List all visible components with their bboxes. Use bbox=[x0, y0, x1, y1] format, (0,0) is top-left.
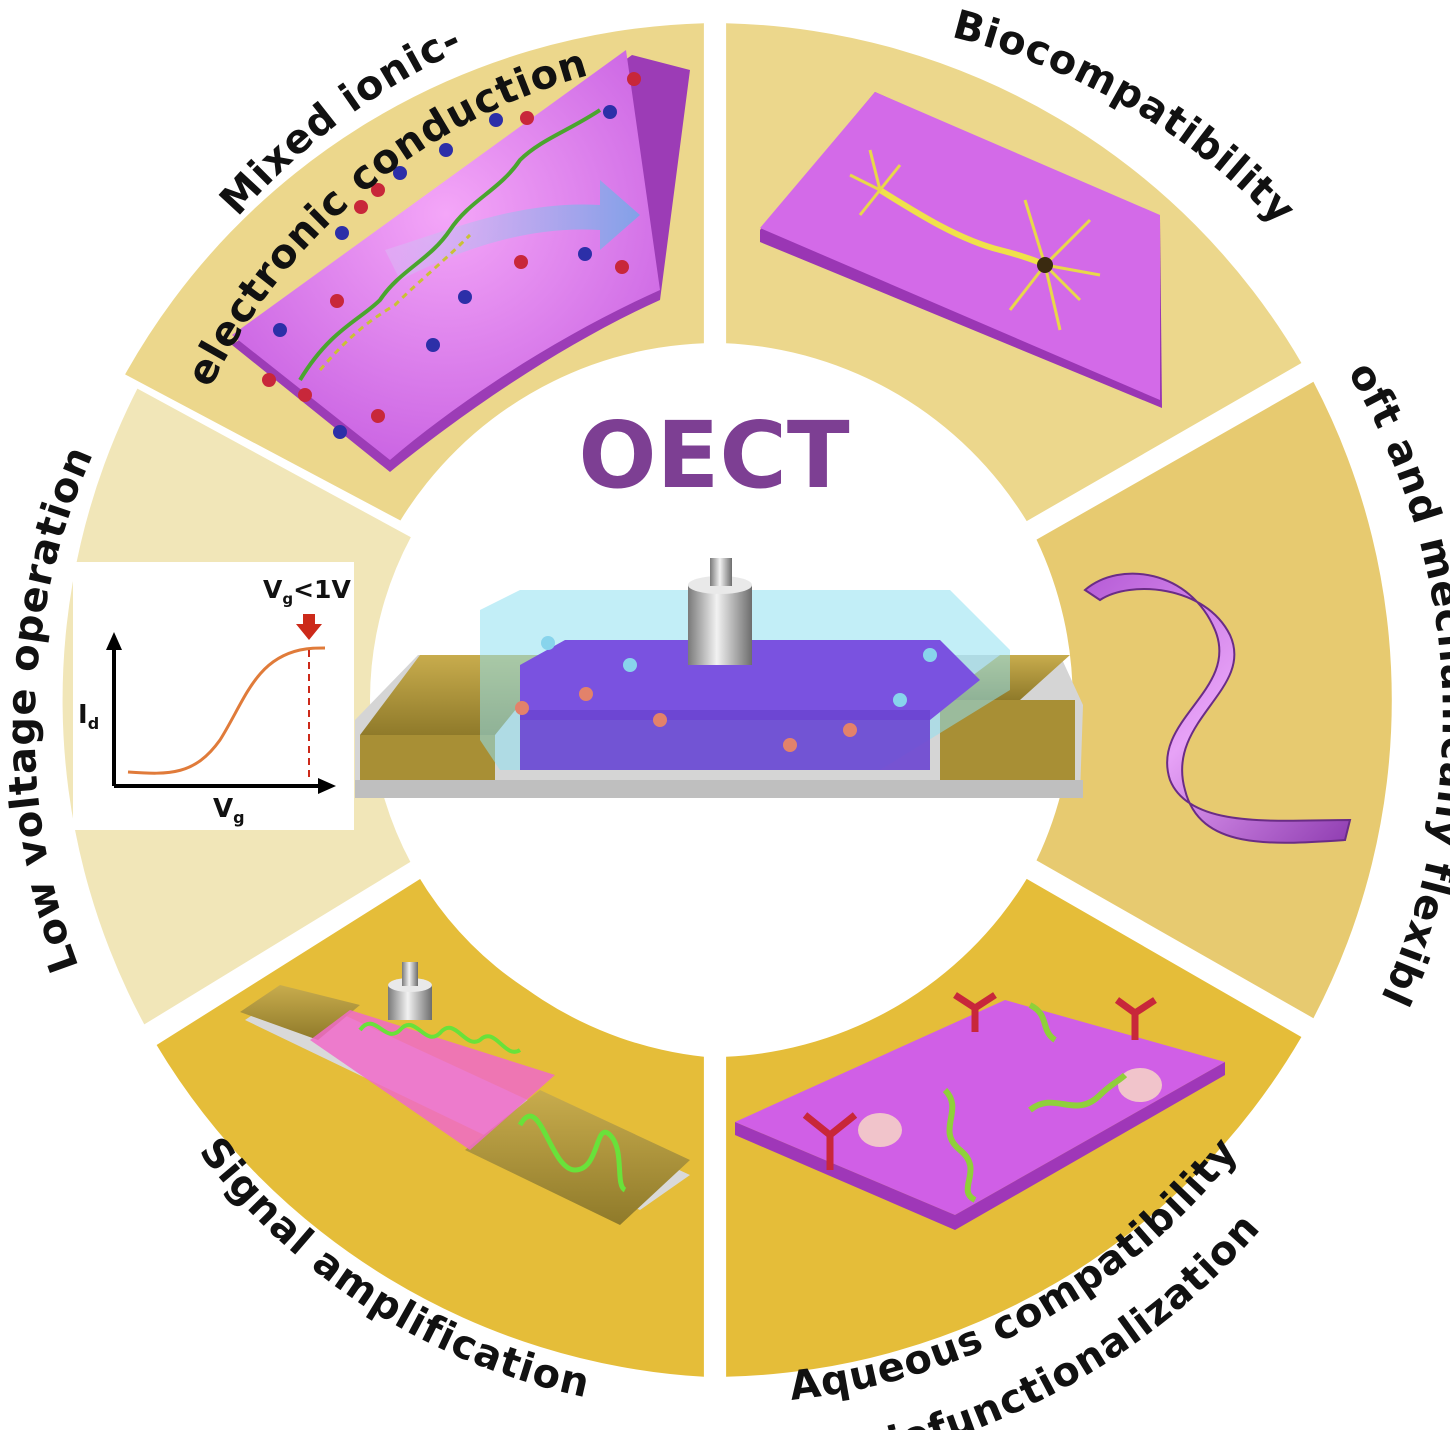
x-axis-label: Vg bbox=[213, 794, 245, 827]
cation-sphere bbox=[354, 200, 368, 214]
transfer-curve-panel: Id Vg Vg<1V bbox=[73, 562, 354, 830]
transfer-curve bbox=[127, 646, 326, 775]
dna-helix bbox=[1028, 1002, 1057, 1043]
cation-sphere bbox=[514, 255, 528, 269]
mixed-conduction-slab-illustration bbox=[232, 50, 690, 472]
dna-helix bbox=[942, 1087, 977, 1203]
anion-sphere bbox=[489, 113, 503, 127]
cation-sphere bbox=[371, 183, 385, 197]
cation-sphere bbox=[371, 409, 385, 423]
antibody-shape bbox=[802, 1112, 858, 1170]
anion-sphere bbox=[335, 226, 349, 240]
cation-sphere bbox=[615, 260, 629, 274]
protein-sphere bbox=[858, 1113, 902, 1147]
signal-amplification-device-illustration bbox=[240, 962, 690, 1225]
ion-sphere bbox=[579, 687, 593, 701]
neuron-soma bbox=[1037, 257, 1053, 273]
ion-sphere bbox=[893, 693, 907, 707]
neuron-axon bbox=[878, 187, 1047, 268]
cation-sphere bbox=[262, 373, 276, 387]
flexible-ribbon-illustration bbox=[1083, 572, 1352, 844]
ion-sphere bbox=[515, 701, 529, 715]
ion-sphere bbox=[783, 738, 797, 752]
aqueous-biofunctional-surface-illustration bbox=[735, 992, 1225, 1230]
anion-sphere bbox=[393, 166, 407, 180]
dna-helix bbox=[1028, 1072, 1128, 1113]
biocompatibility-neuron-illustration bbox=[760, 92, 1162, 408]
ion-sphere bbox=[923, 648, 937, 662]
amplified-signal-wave bbox=[517, 1113, 627, 1193]
gate-electrode bbox=[688, 585, 752, 665]
ion-sphere bbox=[541, 636, 555, 650]
input-signal-wave bbox=[358, 1021, 522, 1054]
antibody-shape bbox=[953, 992, 997, 1032]
anion-sphere bbox=[426, 338, 440, 352]
threshold-arrow-icon bbox=[296, 614, 322, 640]
anion-sphere bbox=[458, 290, 472, 304]
cation-sphere bbox=[298, 388, 312, 402]
oect-device-illustration bbox=[355, 558, 1083, 798]
cation-sphere bbox=[520, 111, 534, 125]
center-title: OECT bbox=[578, 402, 850, 509]
anion-sphere bbox=[273, 323, 287, 337]
ion-sphere bbox=[653, 713, 667, 727]
channel-film bbox=[520, 640, 980, 720]
antibody-shape bbox=[1114, 997, 1157, 1040]
cation-sphere bbox=[330, 294, 344, 308]
anion-sphere bbox=[333, 425, 347, 439]
threshold-label: Vg<1V bbox=[263, 575, 351, 608]
protein-sphere bbox=[1118, 1068, 1162, 1102]
cation-sphere bbox=[627, 72, 641, 86]
anion-sphere bbox=[439, 143, 453, 157]
y-axis-label: Id bbox=[78, 700, 99, 733]
ion-sphere bbox=[843, 723, 857, 737]
anion-sphere bbox=[603, 105, 617, 119]
anion-sphere bbox=[578, 247, 592, 261]
ion-sphere bbox=[623, 658, 637, 672]
